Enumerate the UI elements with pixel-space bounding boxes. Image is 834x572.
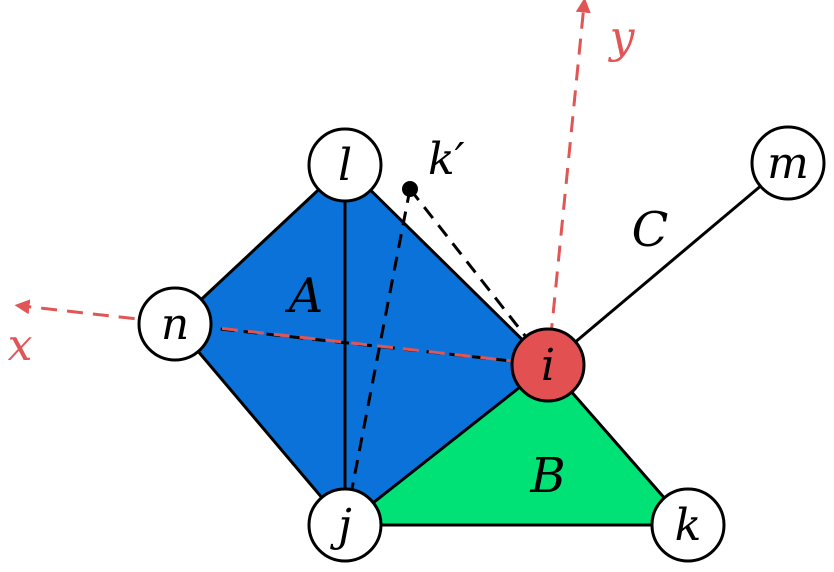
x-axis-line xyxy=(14,299,549,367)
edge-n-j xyxy=(173,323,347,526)
region-b-fill xyxy=(345,365,688,525)
k-prime-label: k′ xyxy=(428,134,465,185)
node-m: m xyxy=(750,125,826,201)
y-axis-label: y xyxy=(608,12,636,63)
x-axis-label: x xyxy=(8,320,33,371)
node-n: n xyxy=(137,286,213,362)
node-j-circle xyxy=(307,487,383,563)
node-j: j xyxy=(307,487,383,563)
node-n-circle xyxy=(137,286,213,362)
node-n-label: n xyxy=(161,299,189,350)
edge-l-i xyxy=(343,163,550,367)
k-prime-point xyxy=(402,181,418,197)
edge-n-l xyxy=(173,163,347,326)
local-axes xyxy=(14,0,591,367)
region-b-label: B xyxy=(529,448,565,504)
solid-edges xyxy=(173,161,789,527)
region-a-label: A xyxy=(285,268,324,324)
node-l-circle xyxy=(307,127,383,203)
region-c-label: C xyxy=(632,202,669,258)
node-l-label: l xyxy=(338,140,352,191)
edge-i-j xyxy=(344,363,549,527)
y-axis-line xyxy=(546,0,591,366)
node-i: i xyxy=(510,327,586,403)
node-l: l xyxy=(307,127,383,203)
node-k: k xyxy=(650,487,726,563)
edge-i-m xyxy=(547,161,789,367)
node-m-label: m xyxy=(767,138,809,189)
node-i-label: i xyxy=(541,340,555,391)
dashed-kprime-j xyxy=(343,188,412,526)
node-i-circle xyxy=(510,327,586,403)
node-k-label: k xyxy=(675,500,702,551)
node-k-circle xyxy=(650,487,726,563)
node-m-circle xyxy=(750,125,826,201)
